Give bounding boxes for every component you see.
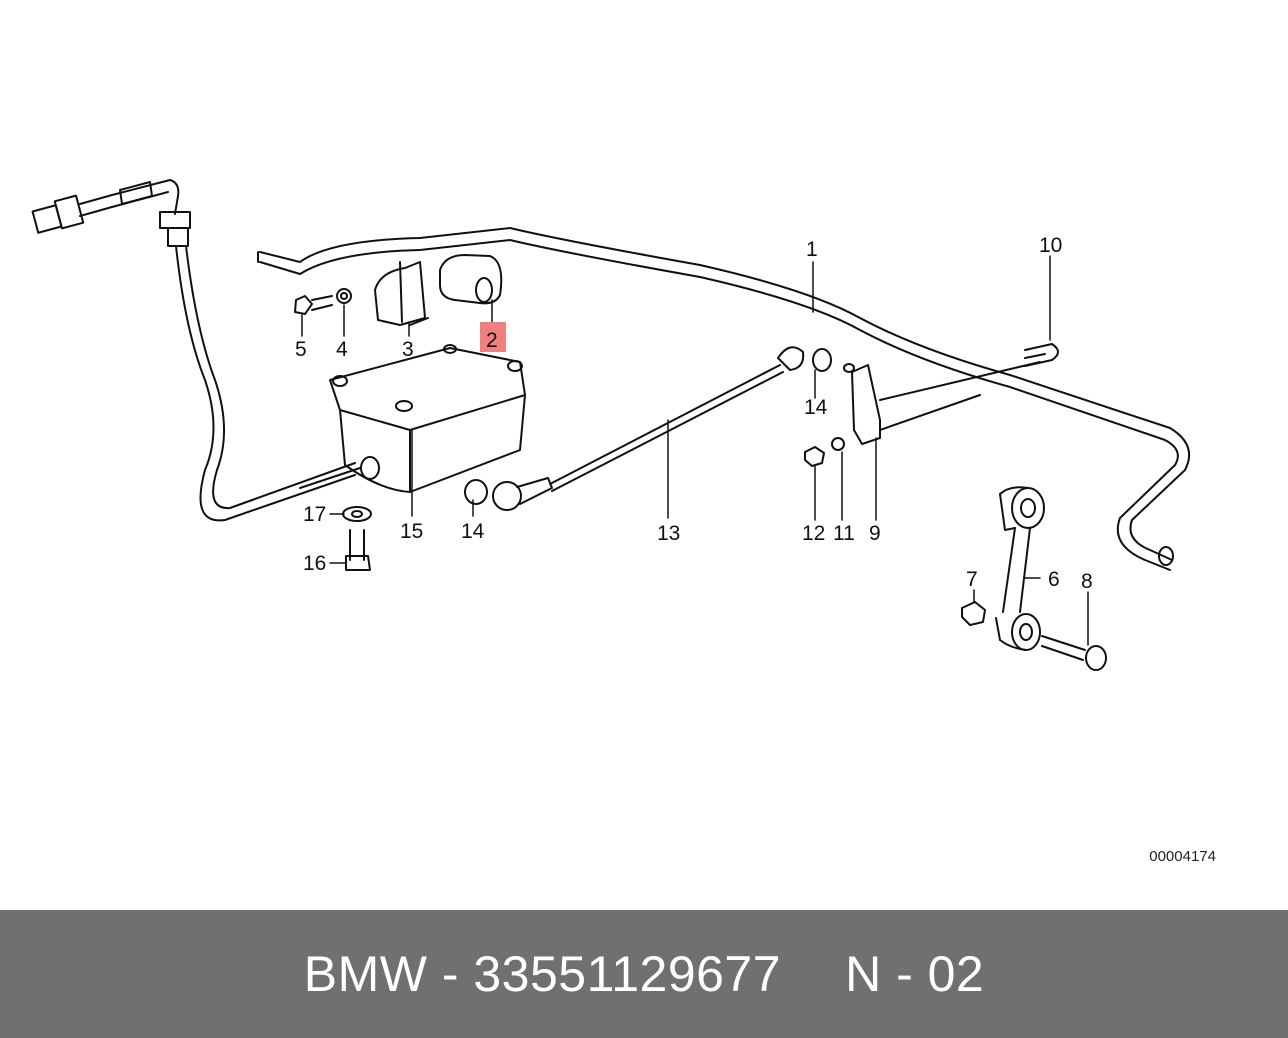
callout-2: 2	[486, 329, 498, 352]
callout-14-left: 14	[461, 520, 485, 543]
callout-10: 10	[1039, 234, 1062, 257]
part-number-label: BMW - 33551129677	[303, 946, 782, 1002]
link-plate	[804, 361, 1041, 467]
stabilizer-bar-exploded-view: 1 10 5 4 3 2 14 17 15 14 13 12 11 9 16 7…	[31, 179, 1190, 671]
callout-1: 1	[806, 238, 818, 261]
callout-17: 17	[303, 503, 326, 526]
callout-11: 11	[833, 522, 855, 545]
callout-4: 4	[336, 338, 348, 361]
parts-diagram: 1 10 5 4 3 2 14 17 15 14 13 12 11 9 16 7…	[31, 179, 1216, 865]
part-info-bar: BMW - 33551129677 N - 02	[0, 910, 1288, 1038]
callout-8: 8	[1081, 570, 1093, 593]
connecting-rod	[464, 346, 832, 511]
callout-6: 6	[1048, 568, 1060, 591]
bolt-and-washer	[294, 288, 352, 315]
callout-13: 13	[657, 522, 680, 545]
stabilizer-bar	[257, 227, 1190, 571]
bracket-and-bushing	[374, 254, 503, 326]
pendulum-support	[961, 486, 1107, 671]
leader-lines	[301, 255, 1089, 646]
diagram-reference-number: 00004174	[1149, 848, 1216, 865]
callout-3: 3	[402, 338, 414, 361]
callout-16: 16	[303, 552, 326, 575]
callout-14-right: 14	[804, 396, 828, 419]
callout-15: 15	[400, 520, 423, 543]
callout-5: 5	[295, 338, 307, 361]
position-label: N - 02	[845, 946, 985, 1002]
sensor-cable	[31, 179, 356, 522]
callout-labels: 1 10 5 4 3 2 14 17 15 14 13 12 11 9 16 7…	[295, 234, 1093, 593]
highlight-box	[480, 322, 506, 352]
control-unit-housing	[299, 344, 526, 493]
callout-7: 7	[966, 568, 978, 591]
u-bolt	[1024, 343, 1059, 367]
callout-12: 12	[802, 522, 825, 545]
callout-9: 9	[869, 522, 881, 545]
screw-and-washer	[342, 506, 372, 571]
